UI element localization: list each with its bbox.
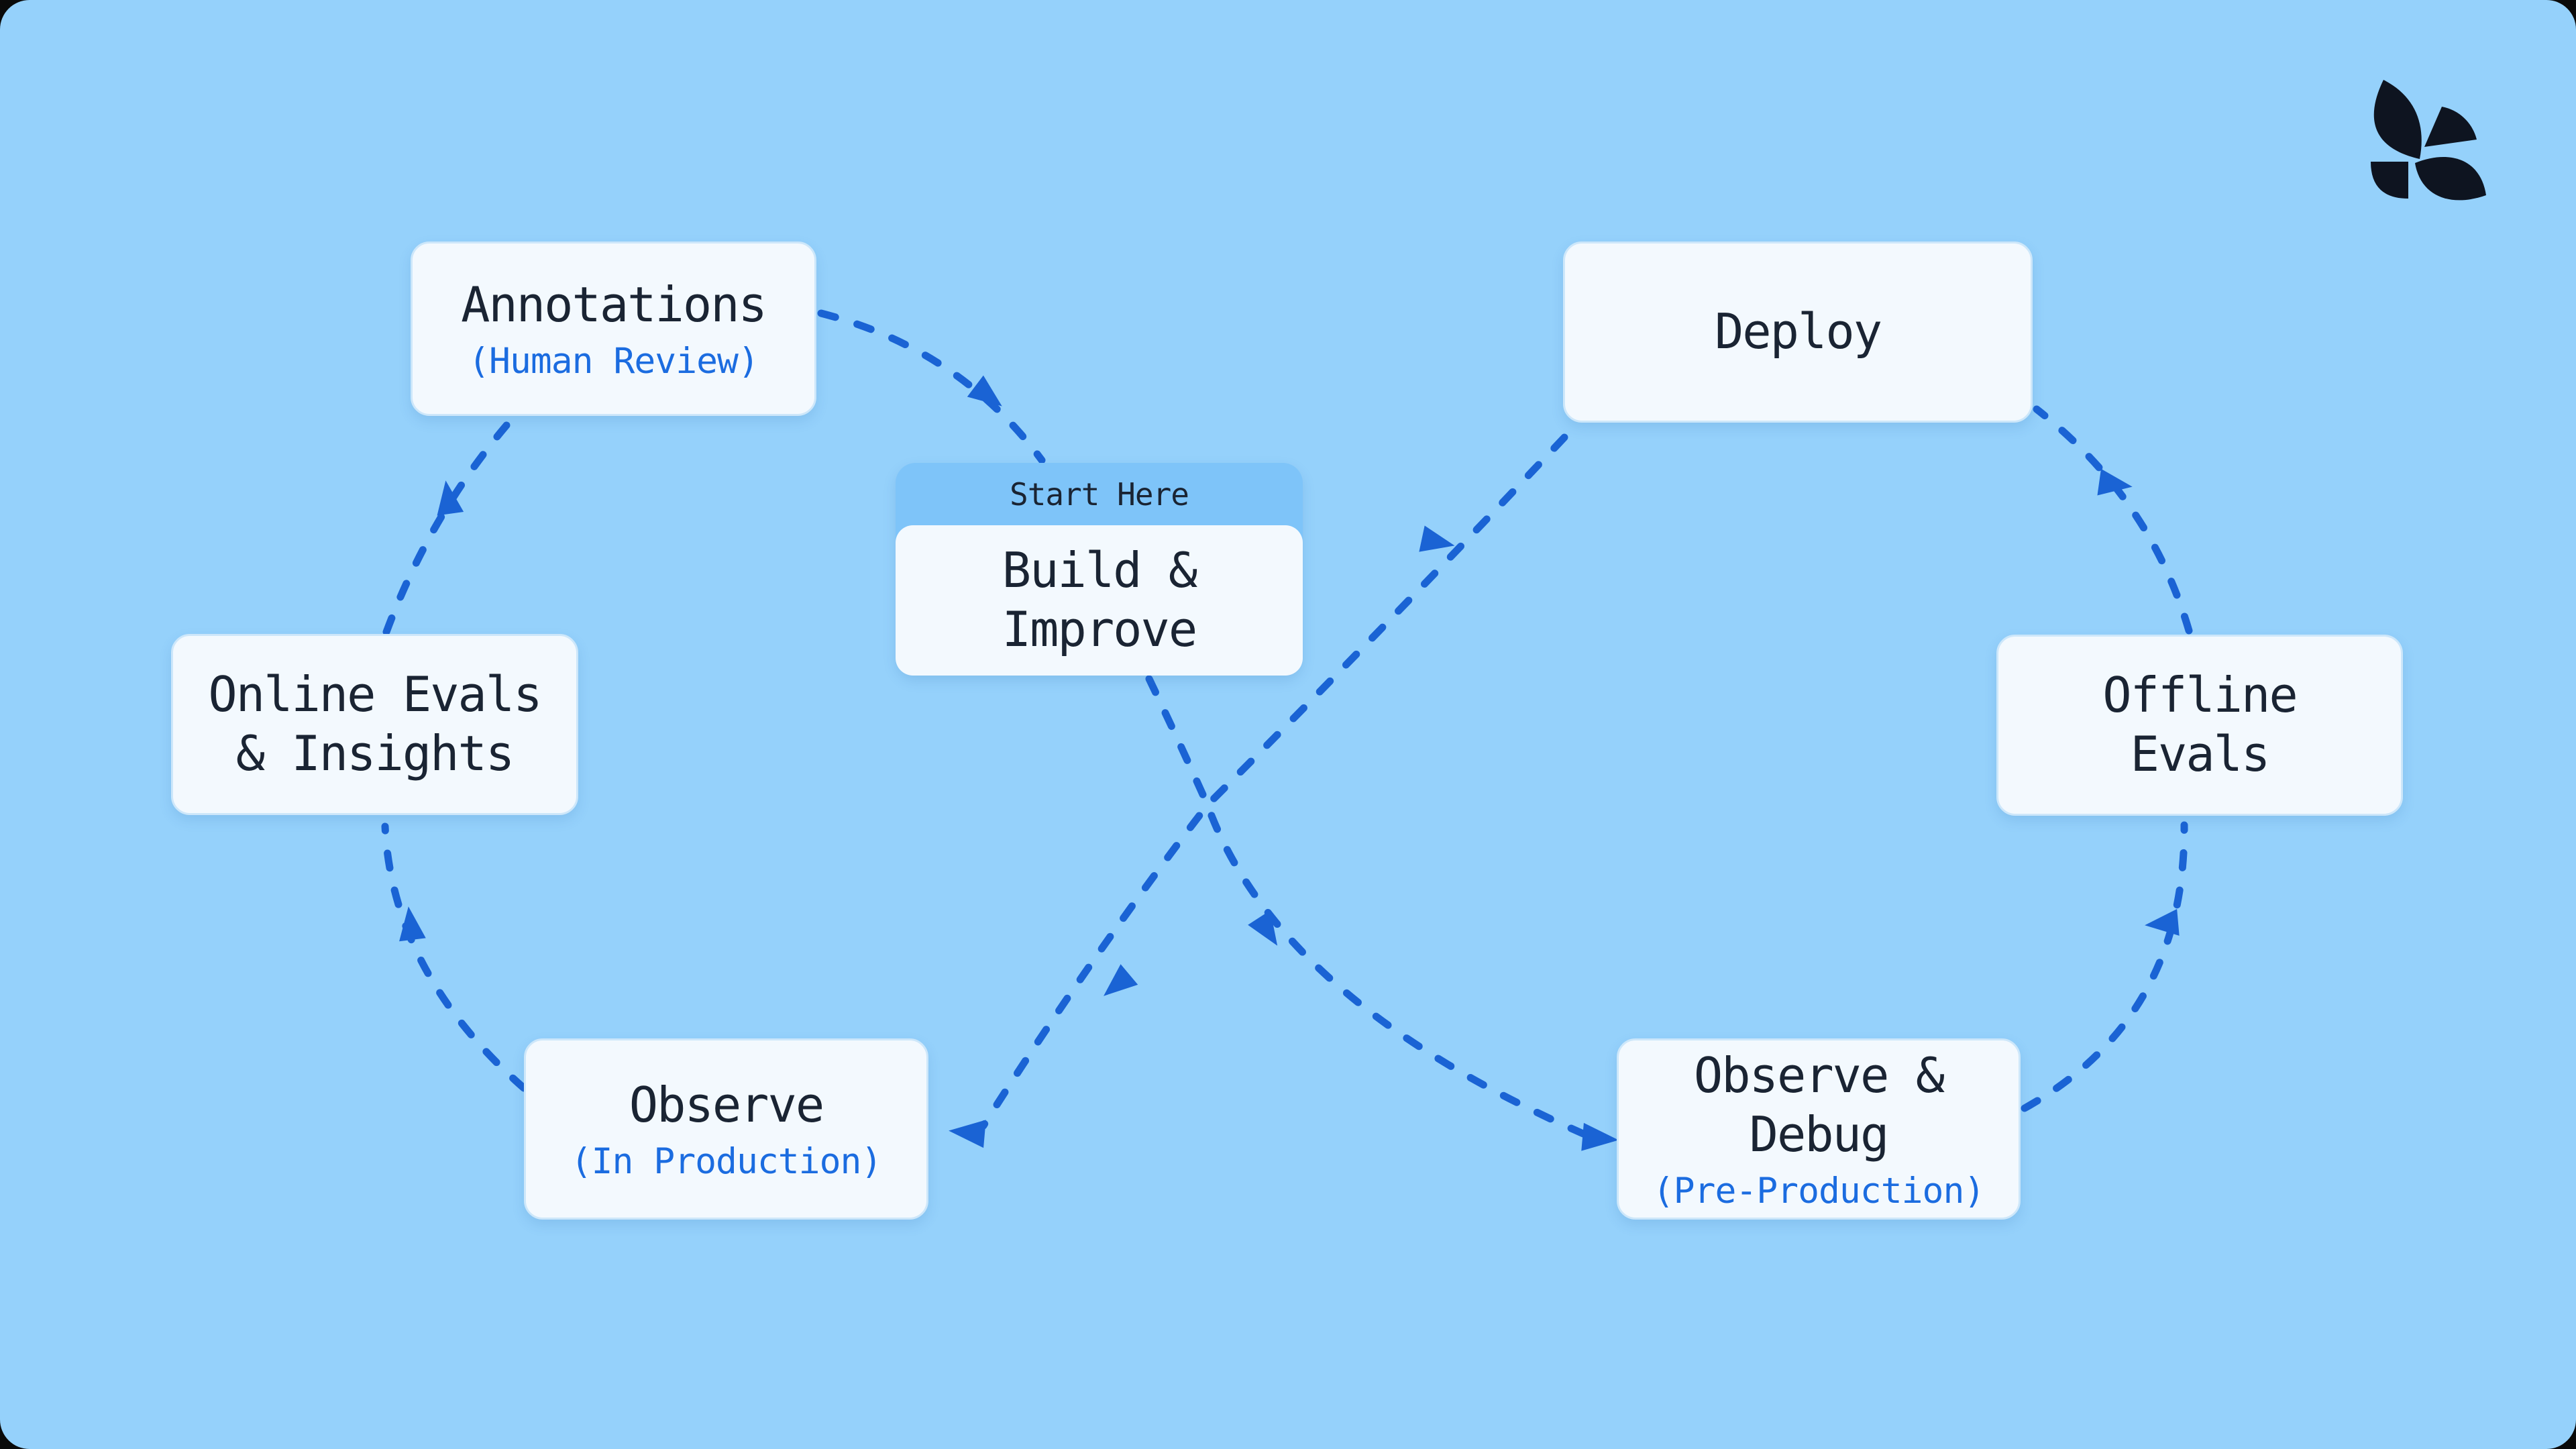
node-build-improve: Start Here Build & Improve: [896, 463, 1303, 676]
start-here-badge: Start Here: [1010, 476, 1189, 513]
node-title: Build & Improve: [1002, 542, 1197, 657]
edge-observe-debug-offline: [2021, 821, 2188, 1112]
arrowhead-deploy-lower: [1104, 964, 1138, 996]
node-title: Annotations: [461, 276, 767, 333]
edge-build-observe-debug: [1145, 675, 1587, 1138]
edge-deploy-observe-prod: [979, 433, 1568, 1130]
arrowhead-into-observe-debug: [1581, 1122, 1619, 1151]
arrowhead-deploy-upper: [1419, 525, 1455, 552]
arrowhead-observe-debug-offline: [2145, 908, 2180, 936]
node-title: Observe: [629, 1076, 824, 1133]
arrowhead-observe-online: [399, 906, 426, 942]
node-subtitle: (Human Review): [468, 341, 759, 382]
node-title: Offline Evals: [2102, 667, 2298, 782]
edge-online-annotations: [382, 421, 511, 636]
edge-annotations-build: [817, 309, 1046, 464]
node-annotations: Annotations (Human Review): [411, 241, 816, 416]
edge-offline-deploy: [2033, 405, 2193, 635]
node-online-evals: Online Evals & Insights: [171, 634, 578, 815]
node-subtitle: (In Production): [570, 1141, 883, 1183]
node-deploy: Deploy: [1563, 241, 2033, 423]
node-observe-debug: Observe & Debug (Pre-Production): [1617, 1038, 2021, 1220]
arrowhead-online-annotations: [437, 480, 464, 516]
arrowhead-offline-deploy: [2097, 468, 2133, 496]
node-observe-production: Observe (In Production): [524, 1038, 928, 1220]
arrowhead-into-observe-prod: [949, 1120, 986, 1148]
petal-logo: [2371, 80, 2486, 201]
node-title: Deploy: [1714, 303, 1882, 360]
node-title: Online Evals & Insights: [208, 666, 542, 782]
node-subtitle: (Pre-Production): [1652, 1171, 1986, 1212]
arrowhead-annotations-build: [967, 375, 1002, 407]
node-title: Observe & Debug: [1693, 1046, 1945, 1163]
arrowhead-build-observe-debug: [1248, 910, 1278, 946]
edge-observe-online: [381, 822, 528, 1092]
node-offline-evals: Offline Evals: [1996, 635, 2403, 816]
node-build-improve-body: Build & Improve: [896, 525, 1303, 676]
